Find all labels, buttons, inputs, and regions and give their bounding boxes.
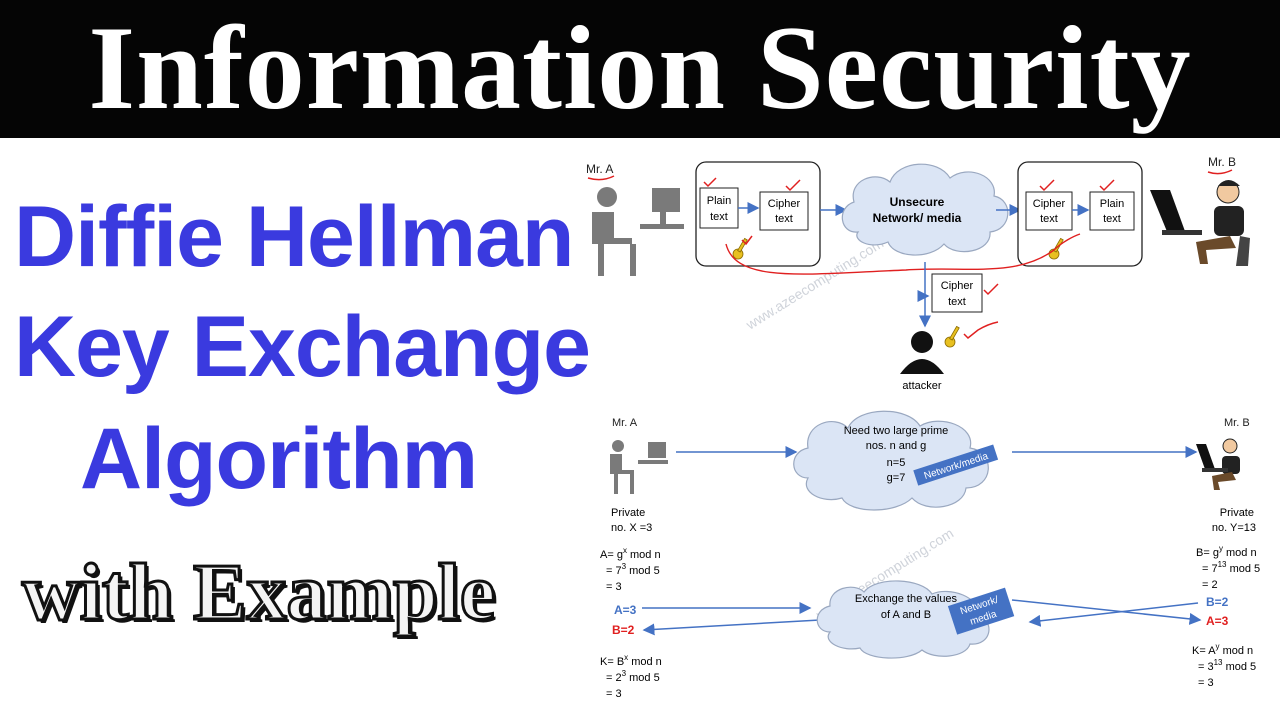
headline-line-3: Algorithm bbox=[80, 411, 478, 507]
check-mark bbox=[1099, 179, 1115, 192]
cipher-text-line1: Cipher bbox=[1033, 198, 1066, 210]
receiver-label-bottom: Mr. B bbox=[1224, 417, 1250, 429]
public-value-a-calc: A= gx mod n = 73 mod 5 = 3 bbox=[600, 546, 661, 593]
plain-text-line2: text bbox=[1103, 213, 1121, 225]
cipher-text-box bbox=[1025, 191, 1073, 231]
cipher-text-box bbox=[759, 191, 809, 231]
svg-text:= 23 mod 5: = 23 mod 5 bbox=[606, 669, 660, 684]
svg-text:= 73 mod 5: = 73 mod 5 bbox=[606, 562, 660, 577]
cipher-text-line1: Cipher bbox=[941, 280, 974, 292]
intercepted-cipher-box bbox=[931, 273, 983, 313]
headline-example: with Example bbox=[20, 548, 496, 639]
shared-key-a-calc: K= Bx mod n = 23 mod 5 = 3 bbox=[600, 653, 662, 700]
diffie-hellman-diagram: www.azeecomputing.com www.azeecomputing.… bbox=[586, 155, 1260, 700]
sender-computer-icon bbox=[610, 440, 668, 494]
plain-text-line1: Plain bbox=[707, 195, 731, 207]
network-media-tag bbox=[947, 587, 1015, 635]
banner-title: Information Security bbox=[88, 1, 1192, 134]
attacker-icon bbox=[900, 331, 944, 374]
arrow bbox=[642, 619, 821, 636]
arrow bbox=[1028, 602, 1199, 627]
cipher-text-line1: Cipher bbox=[768, 198, 801, 210]
sender-label-bottom: Mr. A bbox=[612, 417, 638, 429]
key-icon bbox=[732, 237, 748, 260]
network-media-label: Network/ media bbox=[873, 211, 962, 225]
public-value-b-calc: B= gy mod n = 713 mod 5 = 2 bbox=[1196, 544, 1260, 591]
network-media-tag bbox=[913, 444, 999, 486]
b-received-value: B=2 bbox=[612, 623, 635, 637]
cipher-text-line2: text bbox=[948, 296, 966, 308]
svg-text:K= Ay mod n: K= Ay mod n bbox=[1192, 642, 1253, 657]
check-mark bbox=[983, 283, 999, 296]
receiver-person-icon bbox=[1150, 180, 1250, 266]
sender-label-top: Mr. A bbox=[586, 162, 613, 176]
eavesdrop-line bbox=[725, 233, 1081, 275]
private-a-line1: Private bbox=[611, 507, 645, 519]
arrow bbox=[1011, 599, 1202, 625]
svg-text:= 3: = 3 bbox=[606, 581, 622, 593]
unsecure-network-cloud bbox=[841, 163, 1009, 256]
svg-text:= 313 mod 5: = 313 mod 5 bbox=[1198, 658, 1256, 673]
headline-line-1: Diffie Hellman bbox=[14, 189, 574, 285]
shared-key-b-calc: K= Ay mod n = 313 mod 5 = 3 bbox=[1192, 642, 1256, 689]
svg-text:= 2: = 2 bbox=[1202, 579, 1218, 591]
key-icon bbox=[944, 325, 960, 348]
receiver-person-icon bbox=[1196, 438, 1240, 490]
cloud1-line1: Need two large prime bbox=[844, 425, 949, 437]
cloud2-line2: of A and B bbox=[881, 609, 931, 621]
headline-line-2: Key Exchange bbox=[14, 299, 591, 395]
check-mark bbox=[587, 175, 615, 181]
check-mark bbox=[785, 179, 801, 192]
cipher-text-line2: text bbox=[775, 213, 793, 225]
svg-text:= 713 mod 5: = 713 mod 5 bbox=[1202, 560, 1260, 575]
a-sent-value: A=3 bbox=[614, 603, 637, 617]
plain-text-line2: text bbox=[710, 211, 728, 223]
check-mark bbox=[741, 235, 753, 246]
b-sent-value: B=2 bbox=[1206, 595, 1229, 609]
private-b-line2: no. Y=13 bbox=[1212, 522, 1256, 534]
cloud1-line2: nos. n and g bbox=[866, 440, 927, 452]
cipher-text-line2: text bbox=[1040, 213, 1058, 225]
check-mark bbox=[963, 321, 999, 340]
sender-computer-icon bbox=[592, 187, 684, 276]
svg-text:= 3: = 3 bbox=[1198, 677, 1214, 689]
check-mark bbox=[1039, 179, 1055, 192]
attacker-label: attacker bbox=[902, 380, 941, 392]
private-a-line2: no. X =3 bbox=[611, 522, 652, 534]
svg-text:K= Bx mod n: K= Bx mod n bbox=[600, 653, 662, 668]
a-received-value: A=3 bbox=[1206, 614, 1229, 628]
receiver-label-top: Mr. B bbox=[1208, 155, 1236, 169]
svg-text:A= gx mod n: A= gx mod n bbox=[600, 546, 661, 561]
cloud1-line4: g=7 bbox=[887, 472, 906, 484]
prime-numbers-cloud bbox=[793, 410, 989, 511]
plain-text-box bbox=[1089, 191, 1135, 231]
check-mark bbox=[703, 177, 717, 188]
svg-text:= 3: = 3 bbox=[606, 688, 622, 700]
unsecure-label: Unsecure bbox=[890, 195, 945, 209]
plain-text-line1: Plain bbox=[1100, 198, 1124, 210]
svg-text:B= gy mod n: B= gy mod n bbox=[1196, 544, 1257, 559]
cloud2-line1: Exchange the values bbox=[855, 593, 958, 605]
private-b-line1: Private bbox=[1220, 507, 1254, 519]
cloud1-line3: n=5 bbox=[887, 457, 906, 469]
check-mark bbox=[1207, 169, 1233, 175]
title-banner: Information Security bbox=[0, 0, 1280, 138]
